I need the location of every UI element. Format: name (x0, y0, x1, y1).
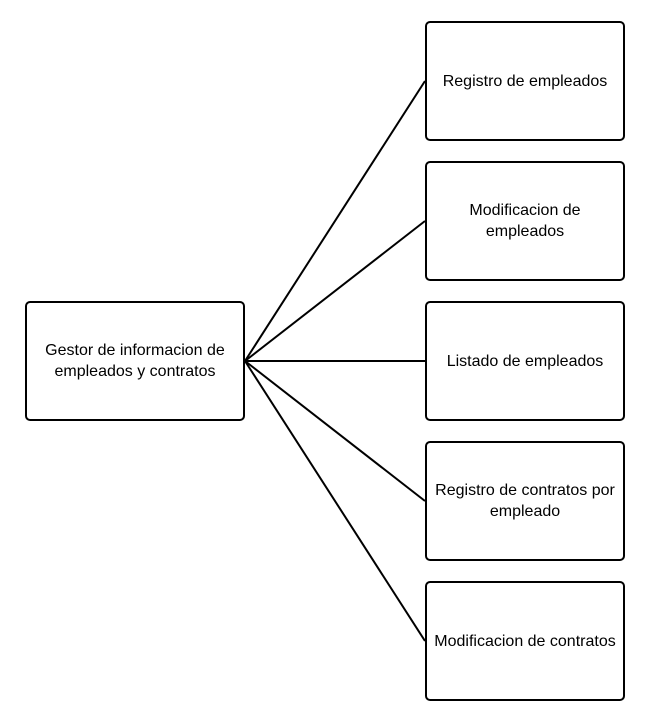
child-node-label: Listado de empleados (446, 352, 604, 370)
child-node-label: Registro de contratos por empleado (435, 482, 615, 520)
child-node-modificacion-empleados: Modificacion de empleados (425, 161, 625, 281)
connector-line-registro-contratos (244, 360, 426, 502)
root-node: Gestor de informacion de empleados y con… (25, 301, 245, 421)
child-node-label: Modificacion de empleados (469, 202, 581, 240)
child-node-registro-contratos: Registro de contratos por empleado (425, 441, 625, 561)
child-node-listado-empleados: Listado de empleados (425, 301, 625, 421)
child-node-registro-empleados: Registro de empleados (425, 21, 625, 141)
connector-line-modificacion-empleados (244, 220, 426, 362)
child-node-modificacion-contratos: Modificacion de contratos (425, 581, 625, 701)
root-node-label: Gestor de informacion de empleados y con… (45, 342, 225, 380)
connector-line-registro-empleados (244, 80, 426, 362)
child-node-label: Registro de empleados (442, 72, 608, 90)
child-node-label: Modificacion de contratos (434, 632, 616, 650)
connector-line-modificacion-contratos (244, 360, 426, 642)
